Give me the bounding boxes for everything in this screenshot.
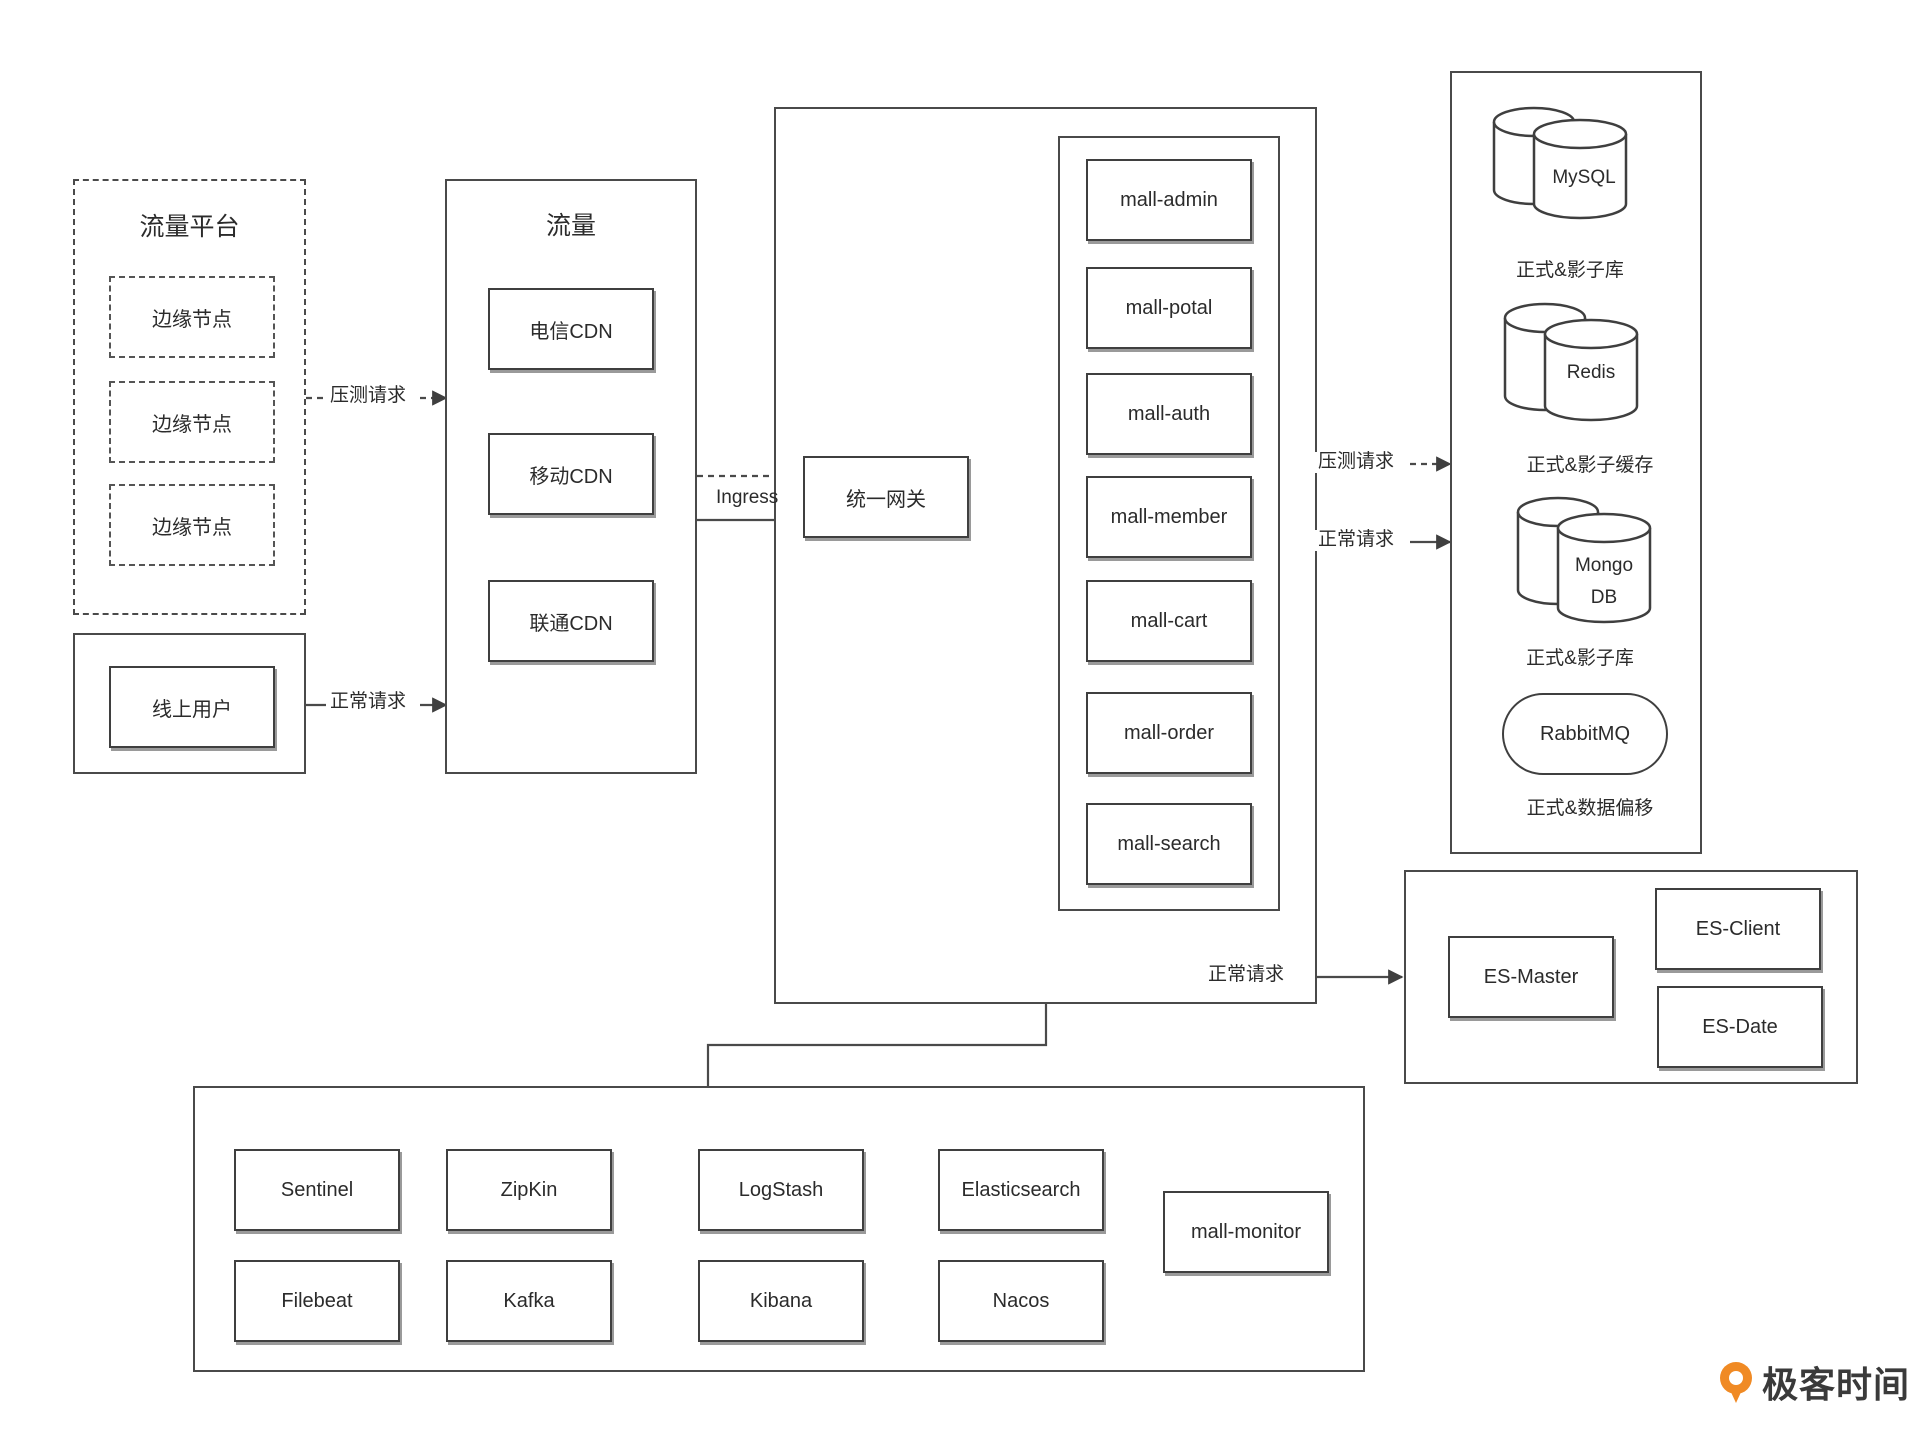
rabbitmq-node[interactable]: RabbitMQ [1502,693,1668,775]
redis-db-icon[interactable] [1503,300,1653,430]
infra-nacos[interactable]: Nacos [938,1260,1104,1342]
redis-caption: 正式&影子缓存 [1526,455,1654,476]
infra-kafka[interactable]: Kafka [446,1260,612,1342]
cdn-unicom[interactable]: 联通CDN [488,580,654,662]
infra-sentinel[interactable]: Sentinel [234,1149,400,1231]
edge-node-2[interactable]: 边缘节点 [109,381,275,463]
ingress-label: Ingress [716,487,779,508]
mongo-caption: 正式&影子库 [1526,648,1634,669]
cdn-telecom[interactable]: 电信CDN [488,288,654,370]
traffic-platform-title: 流量平台 [139,213,240,241]
normal-request-label-1: 正常请求 [326,691,411,713]
infra-elasticsearch[interactable]: Elasticsearch [938,1149,1104,1231]
mysql-caption: 正式&影子库 [1516,260,1624,281]
service-mall-admin[interactable]: mall-admin [1086,159,1252,241]
infra-zipkin[interactable]: ZipKin [446,1149,612,1231]
brand-logo: 极客时间 [1716,1356,1910,1408]
mongo-label-2: DB [1590,587,1618,608]
service-mall-member[interactable]: mall-member [1086,476,1252,558]
brand-name: 极客时间 [1762,1364,1911,1405]
unified-gateway[interactable]: 统一网关 [803,456,969,538]
service-mall-potal[interactable]: mall-potal [1086,267,1252,349]
service-mall-search[interactable]: mall-search [1086,803,1252,885]
es-master-node[interactable]: ES-Master [1448,936,1614,1018]
infra-filebeat[interactable]: Filebeat [234,1260,400,1342]
traffic-title: 流量 [545,212,596,240]
service-mall-auth[interactable]: mall-auth [1086,373,1252,455]
stress-request-label-1: 压测请求 [326,385,411,407]
cdn-mobile[interactable]: 移动CDN [488,433,654,515]
infra-connector [706,1004,1048,1086]
infra-mall-monitor[interactable]: mall-monitor [1163,1191,1329,1273]
mongodb-icon[interactable] [1516,494,1666,630]
mysql-db-icon[interactable] [1492,104,1642,236]
online-users-node[interactable]: 线上用户 [109,666,275,748]
edge-node-3[interactable]: 边缘节点 [109,484,275,566]
infra-kibana[interactable]: Kibana [698,1260,864,1342]
stress-request-label-2: 压测请求 [1314,451,1399,473]
redis-label: Redis [1566,362,1616,383]
traffic-panel [445,179,697,774]
edge-node-1[interactable]: 边缘节点 [109,276,275,358]
service-mall-cart[interactable]: mall-cart [1086,580,1252,662]
es-date-node[interactable]: ES-Date [1657,986,1823,1068]
mysql-label: MySQL [1552,167,1616,188]
infra-logstash[interactable]: LogStash [698,1149,864,1231]
normal-request-label-2: 正常请求 [1314,529,1399,551]
es-client-node[interactable]: ES-Client [1655,888,1821,970]
rabbitmq-caption: 正式&数据偏移 [1526,798,1654,819]
normal-request-label-3: 正常请求 [1204,964,1289,986]
mongo-label-1: Mongo [1574,555,1634,576]
geektime-logo-icon [1720,1362,1752,1403]
service-mall-order[interactable]: mall-order [1086,692,1252,774]
